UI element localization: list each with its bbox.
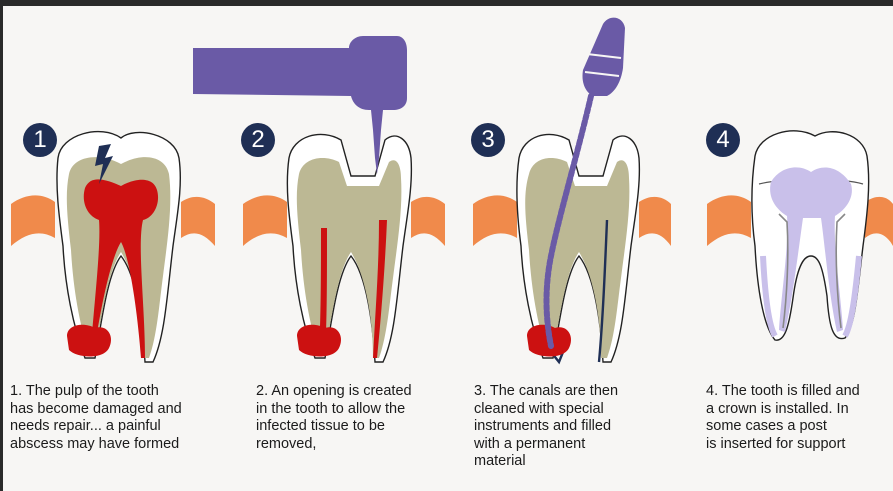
step-number-badge: 3 xyxy=(471,123,505,157)
gum-tissue xyxy=(181,197,215,246)
abscess xyxy=(297,325,341,357)
abscess xyxy=(67,325,111,357)
gum-tissue xyxy=(243,195,287,246)
step-1-caption: 1. The pulp of the tooth has become dama… xyxy=(10,383,182,453)
root-canal-diagram: 1 2 3 4 1. The pulp of the tooth has bec… xyxy=(3,6,893,491)
tooth-2-illustration xyxy=(193,36,445,362)
step-3-caption: 3. The canals are then cleaned with spec… xyxy=(474,383,618,471)
drill-handpiece xyxy=(193,36,407,110)
tooth-3-illustration xyxy=(473,18,671,362)
gum-tissue xyxy=(11,195,55,246)
step-number-badge: 2 xyxy=(241,123,275,157)
step-number-badge: 1 xyxy=(23,123,57,157)
gum-tissue xyxy=(411,197,445,246)
gum-tissue xyxy=(473,195,517,246)
gum-tissue xyxy=(865,197,893,246)
step-2-caption: 2. An opening is created in the tooth to… xyxy=(256,383,412,453)
step-number-badge: 4 xyxy=(706,123,740,157)
step-4-caption: 4. The tooth is filled and a crown is in… xyxy=(706,383,860,453)
tooth-1-illustration xyxy=(11,132,215,362)
gum-tissue xyxy=(639,197,671,246)
gum-tissue xyxy=(707,195,751,246)
tooth-4-illustration xyxy=(707,131,893,340)
